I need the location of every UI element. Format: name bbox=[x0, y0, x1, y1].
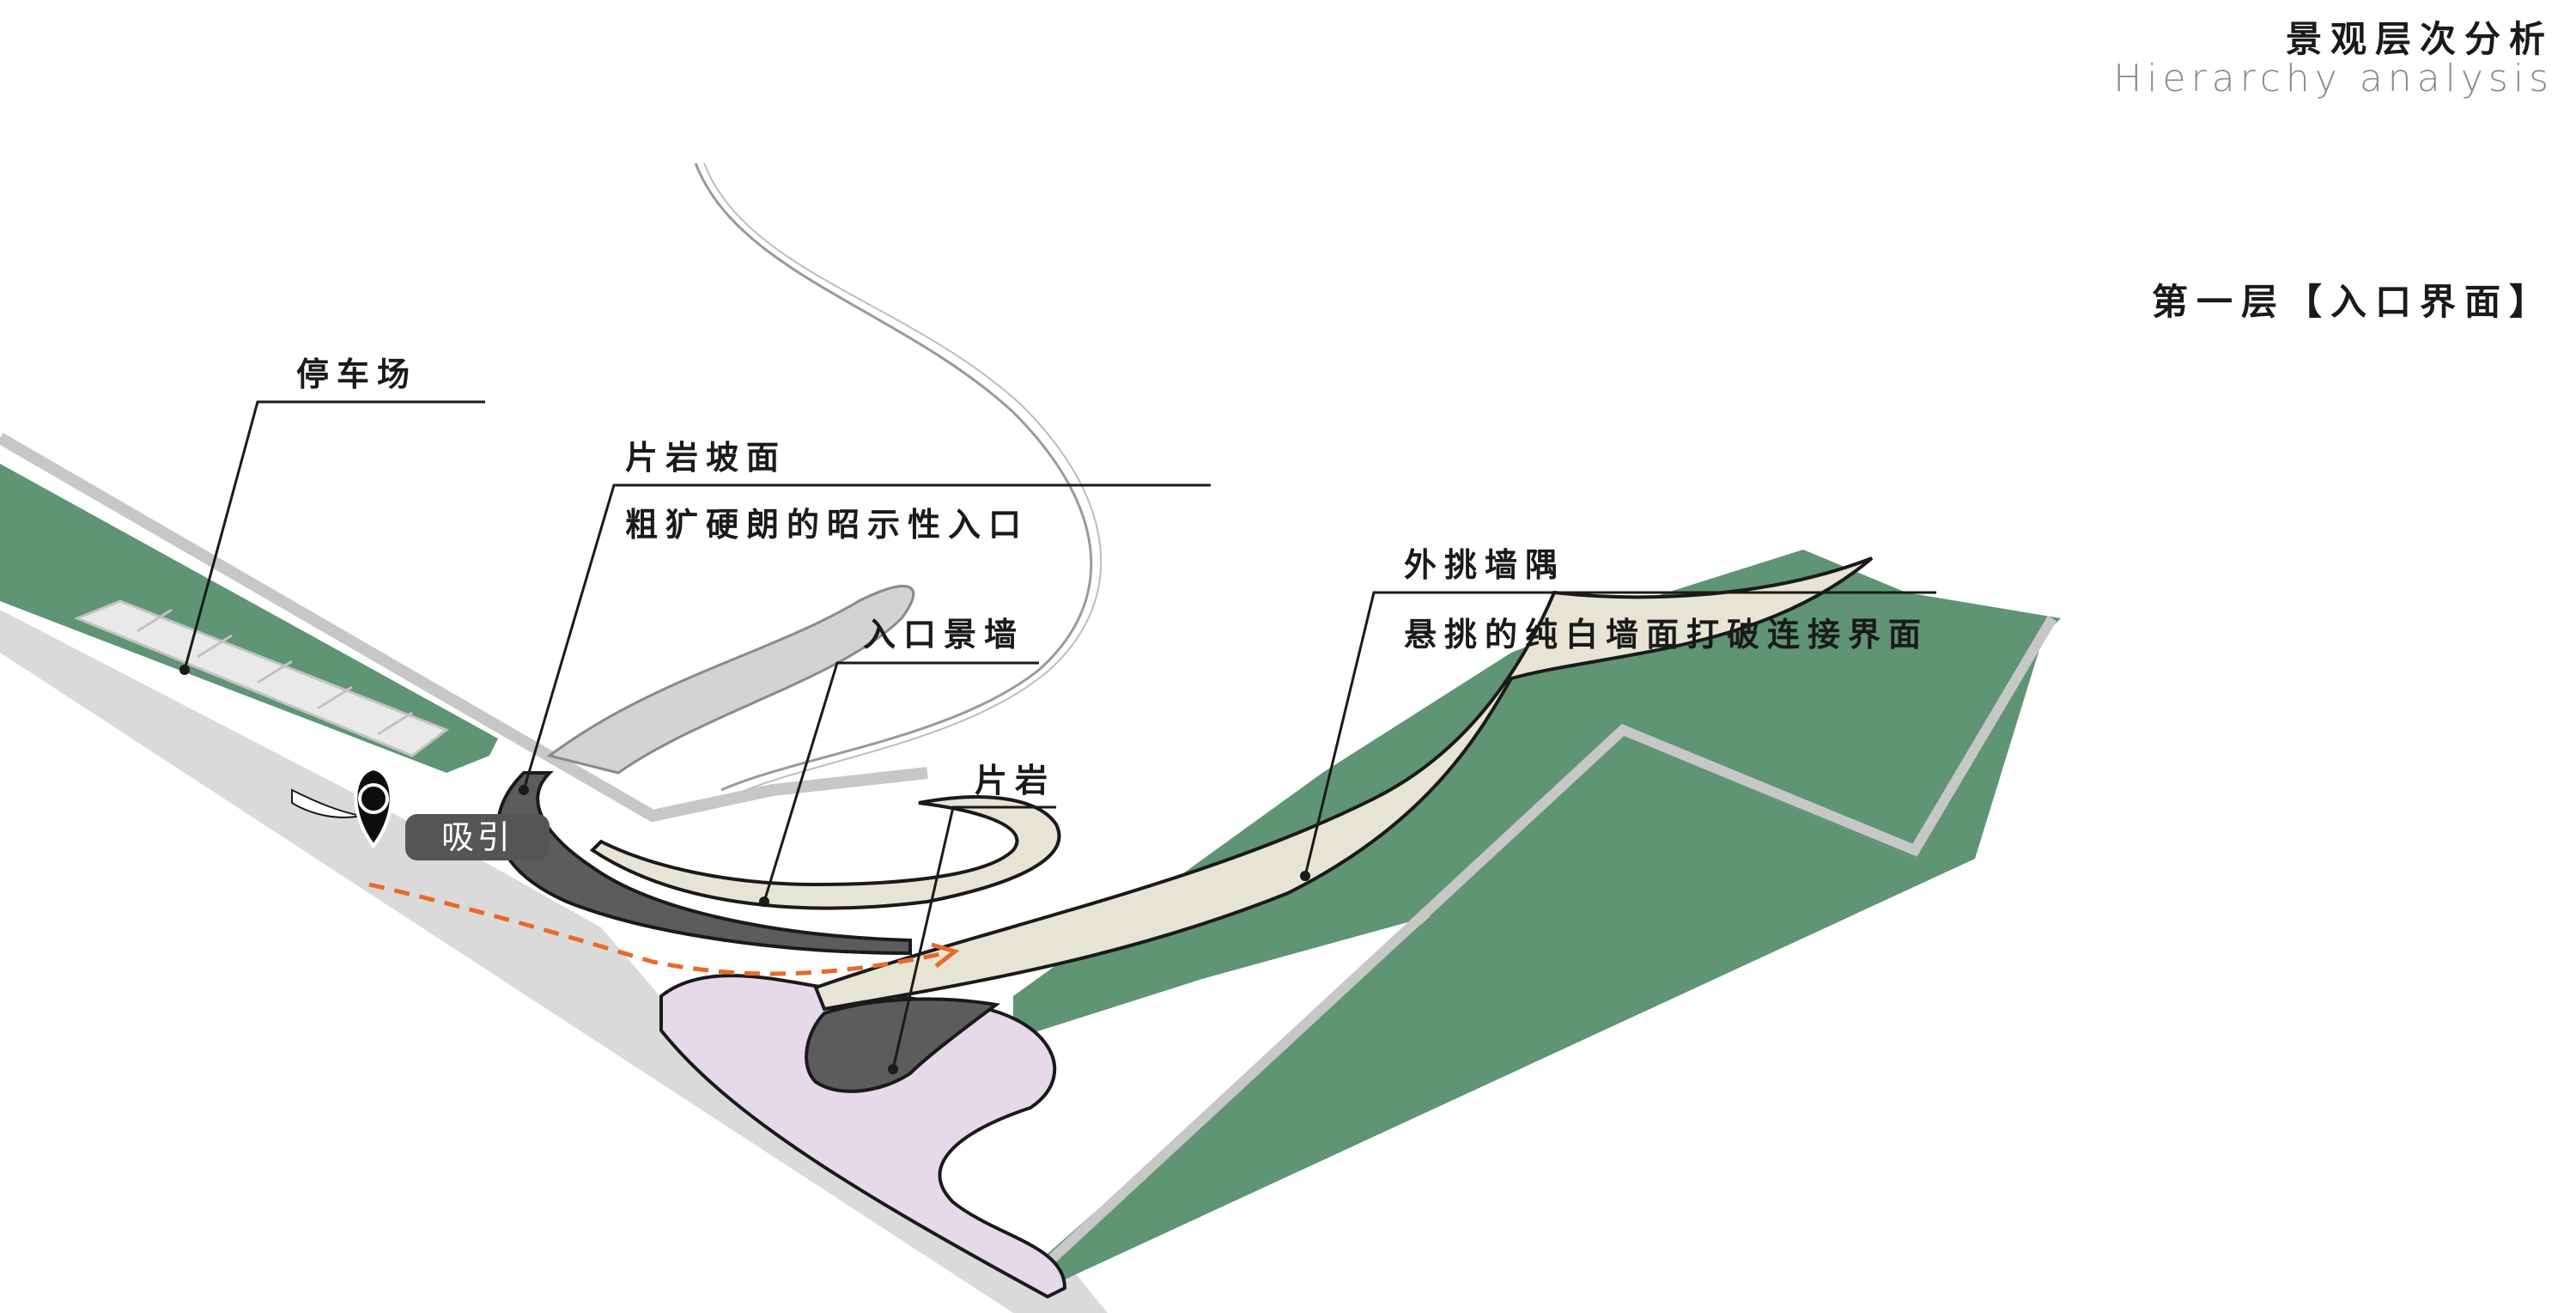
site-boundary bbox=[0, 432, 928, 823]
leader-dot-slate bbox=[888, 1064, 898, 1074]
label-slate: 片岩 bbox=[975, 761, 1056, 799]
label-parking: 停车场 bbox=[296, 355, 418, 393]
label-cantilever-wall: 外挑墙隅 bbox=[1404, 545, 1566, 584]
sketch-curve-outline bbox=[694, 162, 1093, 792]
title-chinese: 景观层次分析 bbox=[2285, 18, 2554, 60]
slate-wedge bbox=[805, 997, 1000, 1093]
map-pin-icon bbox=[354, 766, 393, 849]
leader-dot-parking bbox=[179, 665, 190, 675]
sketch-curve-outline-inner bbox=[703, 162, 1103, 798]
lawn-right-boundary bbox=[1035, 615, 2057, 1275]
leader-lines bbox=[183, 400, 1936, 1070]
title-english: Hierarchy analysis bbox=[2113, 57, 2554, 100]
entrance-landscape-wall bbox=[589, 795, 1061, 910]
slate-slope bbox=[496, 771, 912, 956]
leader-dot-wall bbox=[759, 897, 769, 907]
leader-dot-cantilever bbox=[1300, 871, 1310, 881]
lawn-right-lower bbox=[1048, 635, 2044, 1280]
cantilever-wall bbox=[813, 556, 1874, 1012]
dashed-arrow-icon bbox=[931, 942, 960, 968]
label-slate-slope: 片岩坡面 bbox=[625, 438, 787, 477]
entrance-path bbox=[546, 585, 915, 775]
layer-title: 第一层【入口界面】 bbox=[2151, 281, 2554, 323]
label-cantilever-wall-desc: 悬挑的纯白墙面打破连接界面 bbox=[1404, 615, 1929, 653]
lawn-upper-left bbox=[0, 464, 498, 773]
leader-dot-slope bbox=[519, 785, 529, 795]
lawn-right bbox=[1013, 550, 2061, 1039]
attract-tag: 吸引 bbox=[405, 814, 550, 860]
visitor-route bbox=[368, 882, 945, 976]
label-entrance-wall: 入口景墙 bbox=[863, 615, 1025, 653]
parking-lot bbox=[74, 599, 450, 757]
label-slate-slope-desc: 粗犷硬朗的昭示性入口 bbox=[625, 505, 1030, 544]
